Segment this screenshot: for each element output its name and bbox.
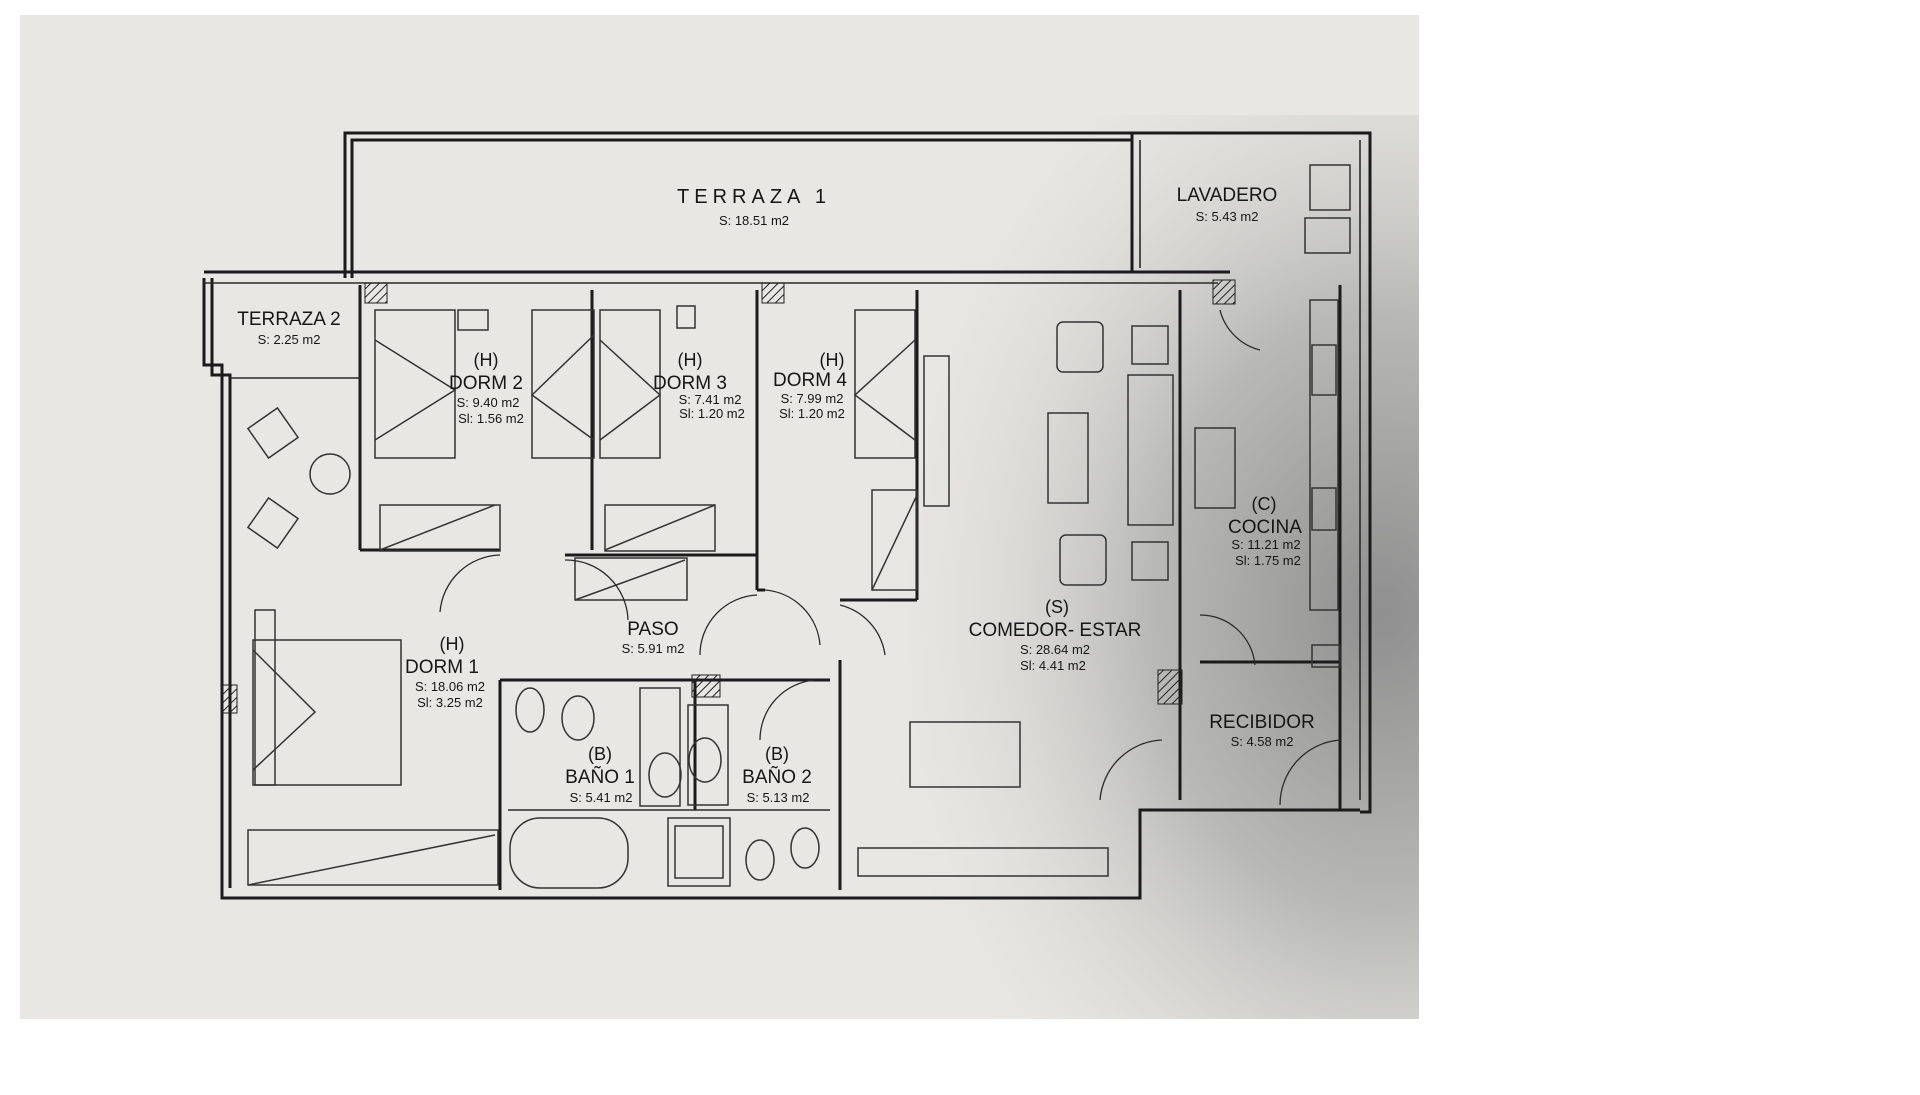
svg-text:(H): (H) bbox=[820, 350, 845, 370]
svg-text:S: 11.21 m2: S: 11.21 m2 bbox=[1231, 537, 1300, 552]
svg-text:DORM 4: DORM 4 bbox=[773, 370, 847, 391]
svg-text:S: 5.91 m2: S: 5.91 m2 bbox=[622, 641, 685, 656]
room-label-dorm-1: (H) DORM 1 S: 18.06 m2 Sl: 3.25 m2 bbox=[405, 634, 485, 710]
svg-text:TERRAZA 1: TERRAZA 1 bbox=[677, 186, 831, 208]
room-label-bano-1: (B) BAÑO 1 S: 5.41 m2 bbox=[565, 744, 635, 805]
living-furniture bbox=[246, 164, 1351, 877]
svg-text:S: 18.51 m2: S: 18.51 m2 bbox=[719, 213, 789, 228]
svg-text:(B): (B) bbox=[588, 744, 612, 764]
room-label-paso: PASO S: 5.91 m2 bbox=[622, 619, 685, 656]
floor-plan-photo: TERRAZA 1 S: 18.51 m2 LAVADERO S: 5.43 m… bbox=[20, 15, 1419, 1019]
svg-text:COMEDOR- ESTAR: COMEDOR- ESTAR bbox=[969, 620, 1142, 641]
exterior-walls bbox=[202, 131, 1372, 900]
svg-text:Sl: 4.41 m2: Sl: 4.41 m2 bbox=[1020, 658, 1086, 673]
svg-text:(H): (H) bbox=[678, 350, 703, 370]
doors bbox=[439, 309, 1341, 806]
svg-text:S: 5.43 m2: S: 5.43 m2 bbox=[1196, 209, 1259, 224]
room-label-recibidor: RECIBIDOR S: 4.58 m2 bbox=[1209, 712, 1315, 749]
svg-text:Sl: 1.75 m2: Sl: 1.75 m2 bbox=[1235, 553, 1301, 568]
svg-text:(S): (S) bbox=[1045, 597, 1069, 617]
svg-text:(H): (H) bbox=[474, 350, 499, 370]
svg-text:RECIBIDOR: RECIBIDOR bbox=[1209, 712, 1315, 733]
svg-text:TERRAZA 2: TERRAZA 2 bbox=[237, 309, 340, 330]
room-label-cocina: (C) COCINA S: 11.21 m2 Sl: 1.75 m2 bbox=[1228, 494, 1302, 568]
svg-text:Sl: 1.20 m2: Sl: 1.20 m2 bbox=[679, 406, 745, 421]
paper-shadow bbox=[720, 115, 1419, 1019]
bathroom-fixtures bbox=[509, 687, 820, 889]
room-label-bano-2: (B) BAÑO 2 S: 5.13 m2 bbox=[742, 744, 812, 805]
svg-text:S: 7.41 m2: S: 7.41 m2 bbox=[679, 392, 742, 407]
svg-text:LAVADERO: LAVADERO bbox=[1177, 185, 1278, 206]
room-label-lavadero: LAVADERO S: 5.43 m2 bbox=[1177, 185, 1278, 224]
svg-text:DORM 2: DORM 2 bbox=[449, 373, 523, 394]
svg-text:S: 7.99 m2: S: 7.99 m2 bbox=[781, 391, 844, 406]
svg-text:PASO: PASO bbox=[627, 619, 678, 640]
svg-text:(C): (C) bbox=[1252, 494, 1277, 514]
svg-text:COCINA: COCINA bbox=[1228, 517, 1302, 538]
svg-text:BAÑO 2: BAÑO 2 bbox=[742, 766, 812, 788]
svg-text:(B): (B) bbox=[765, 744, 789, 764]
room-label-terraza-2: TERRAZA 2 S: 2.25 m2 bbox=[237, 309, 340, 347]
svg-text:S: 28.64 m2: S: 28.64 m2 bbox=[1020, 642, 1090, 657]
svg-text:S: 2.25 m2: S: 2.25 m2 bbox=[258, 332, 321, 347]
svg-text:S: 9.40 m2: S: 9.40 m2 bbox=[457, 395, 520, 410]
svg-text:S: 5.13 m2: S: 5.13 m2 bbox=[747, 790, 810, 805]
floor-plan: TERRAZA 1 S: 18.51 m2 LAVADERO S: 5.43 m… bbox=[20, 15, 1419, 1019]
structural-columns bbox=[222, 279, 1236, 714]
svg-text:(H): (H) bbox=[440, 634, 465, 654]
svg-text:S: 4.58 m2: S: 4.58 m2 bbox=[1231, 734, 1294, 749]
svg-text:DORM 3: DORM 3 bbox=[653, 373, 727, 394]
room-label-dorm-2: (H) DORM 2 S: 9.40 m2 Sl: 1.56 m2 bbox=[449, 350, 524, 426]
svg-text:DORM 1: DORM 1 bbox=[405, 657, 479, 678]
room-label-dorm-4: (H) DORM 4 S: 7.99 m2 Sl: 1.20 m2 bbox=[773, 350, 847, 421]
svg-text:S: 5.41 m2: S: 5.41 m2 bbox=[570, 790, 633, 805]
svg-text:Sl: 1.20 m2: Sl: 1.20 m2 bbox=[779, 406, 845, 421]
room-label-terraza-1: TERRAZA 1 S: 18.51 m2 bbox=[677, 186, 831, 228]
svg-text:S: 18.06 m2: S: 18.06 m2 bbox=[415, 679, 485, 694]
beds bbox=[247, 305, 950, 886]
svg-text:BAÑO 1: BAÑO 1 bbox=[565, 766, 635, 788]
room-label-dorm-3: (H) DORM 3 S: 7.41 m2 Sl: 1.20 m2 bbox=[653, 350, 745, 421]
svg-text:Sl: 1.56 m2: Sl: 1.56 m2 bbox=[458, 411, 524, 426]
svg-text:Sl: 3.25 m2: Sl: 3.25 m2 bbox=[417, 695, 483, 710]
room-label-comedor-estar: (S) COMEDOR- ESTAR S: 28.64 m2 Sl: 4.41 … bbox=[969, 597, 1142, 673]
